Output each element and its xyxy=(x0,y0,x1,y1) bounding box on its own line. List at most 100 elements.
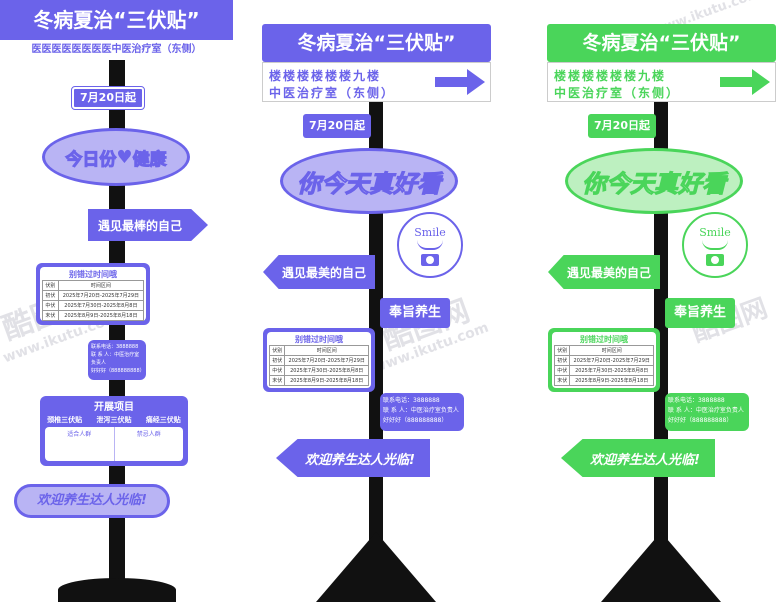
middle-contact-name: 好好好（888888888） xyxy=(383,417,448,424)
heart-icon: ♥ xyxy=(116,146,133,168)
schedule-cell: 2025年7月20日-2025年7月29日 xyxy=(284,355,369,366)
right-date-sign: 7月20日起 xyxy=(588,114,656,138)
middle-contact-person: 联 系 人：中医治疗室负责人 xyxy=(383,407,459,414)
left-arrow-sign: 遇见最棒的自己 xyxy=(88,209,208,241)
project-item: 痛经三伏贴 xyxy=(145,416,181,424)
right-contact-phone: 联系电话：3888888 xyxy=(668,397,725,404)
right-contact-person: 联 系 人：中医治疗室负责人 xyxy=(668,407,744,414)
right-oval-sign: 你今天真好看 xyxy=(565,148,743,214)
schedule-cell: 2025年8月9日-2025年8月18日 xyxy=(569,375,654,386)
middle-plaque-text: 奉旨养生 xyxy=(388,305,441,320)
project-item: 颈椎三伏贴 xyxy=(47,416,83,424)
right-banner: 冬病夏治“三伏贴” xyxy=(547,24,776,62)
right-contact-name: 好好好（888888888） xyxy=(668,417,733,424)
middle-line1: 楼楼楼楼楼楼九楼 xyxy=(269,69,382,83)
middle-contact-phone: 联系电话：3888888 xyxy=(383,397,440,404)
schedule-cell: 初伏 xyxy=(42,290,59,301)
middle-arrow-sign: 遇见最美的自己 xyxy=(263,255,375,289)
middle-date-sign: 7月20日起 xyxy=(303,114,371,138)
left-subtitle-panel: 医医医医医医医医中医治疗室（东侧） xyxy=(0,40,233,60)
schedule-cell: 2025年7月30日-2025年8月8日 xyxy=(57,300,145,311)
schedule-header-cell: 伏别 xyxy=(553,345,571,356)
schedule-cell: 末伏 xyxy=(268,375,286,386)
project-item: 泄泻三伏贴 xyxy=(96,416,132,424)
left-subtitle: 医医医医医医医医中医治疗室（东侧） xyxy=(31,44,202,55)
schedule-cell: 2025年8月9日-2025年8月18日 xyxy=(284,375,369,386)
smile-icon xyxy=(702,240,728,250)
schedule-header-cell: 伏别 xyxy=(268,345,286,356)
right-line2: 中医治疗室（东侧） xyxy=(554,86,681,100)
left-project-col-a: 适合人群 xyxy=(67,431,92,438)
right-line1: 楼楼楼楼楼楼九楼 xyxy=(554,69,667,83)
right-welcome-text: 欢迎养生达人光临! xyxy=(590,452,700,468)
left-welcome-sign: 欢迎养生达人光临! xyxy=(14,484,170,518)
middle-arrow-text: 遇见最美的自己 xyxy=(281,265,366,280)
right-arrow-text: 遇见最美的自己 xyxy=(566,265,651,280)
schedule-cell: 2025年8月9日-2025年8月18日 xyxy=(57,310,145,321)
right-direction-panel: 楼楼楼楼楼楼九楼 中医治疗室（东侧） xyxy=(547,62,776,102)
middle-banner-title: 冬病夏治“三伏贴” xyxy=(297,32,456,54)
right-plaque: 奉旨养生 xyxy=(665,298,735,328)
right-contact-card: 联系电话：3888888 联 系 人：中医治疗室负责人 好好好（88888888… xyxy=(665,393,749,431)
camera-icon xyxy=(421,254,439,266)
right-banner-title: 冬病夏治“三伏贴” xyxy=(582,32,741,54)
left-contact-phone: 联系电话：3888888 xyxy=(91,344,139,350)
schedule-cell: 2025年7月30日-2025年8月8日 xyxy=(569,365,654,376)
schedule-header-cell: 时间区间 xyxy=(284,345,369,356)
schedule-cell: 末伏 xyxy=(42,310,59,321)
left-banner-title: 冬病夏治“三伏贴” xyxy=(33,8,200,32)
middle-plaque: 奉旨养生 xyxy=(380,298,450,328)
middle-date: 7月20日起 xyxy=(309,119,365,132)
arrow-right-icon xyxy=(435,69,485,95)
left-banner: 冬病夏治“三伏贴” xyxy=(0,0,233,40)
right-arrow-sign: 遇见最美的自己 xyxy=(548,255,660,289)
schedule-cell: 中伏 xyxy=(268,365,286,376)
left-date-sign: 7月20日起 xyxy=(71,86,145,110)
middle-schedule-title: 别错过时间哦 xyxy=(295,335,343,344)
schedule-cell: 初伏 xyxy=(553,355,571,366)
left-project-card: 开展项目 颈椎三伏贴 泄泻三伏贴 痛经三伏贴 适合人群 禁忌人群 xyxy=(40,396,188,466)
schedule-cell: 末伏 xyxy=(553,375,571,386)
schedule-cell: 初伏 xyxy=(268,355,286,366)
camera-icon xyxy=(706,254,724,266)
middle-banner: 冬病夏治“三伏贴” xyxy=(262,24,491,62)
schedule-header-cell: 时间区间 xyxy=(569,345,654,356)
schedule-cell: 中伏 xyxy=(553,365,571,376)
middle-smile-text: Smile xyxy=(414,226,446,239)
middle-welcome-text: 欢迎养生达人光临! xyxy=(305,452,415,468)
left-project-title: 开展项目 xyxy=(94,402,134,413)
left-oval-text-a: 今日份 xyxy=(65,149,117,170)
left-project-inner: 适合人群 禁忌人群 xyxy=(45,427,183,461)
schedule-header-cell: 伏别 xyxy=(42,280,59,291)
right-welcome-sign: 欢迎养生达人光临! xyxy=(561,439,715,477)
schedule-cell: 2025年7月20日-2025年7月29日 xyxy=(569,355,654,366)
right-plaque-text: 奉旨养生 xyxy=(673,305,726,320)
right-date: 7月20日起 xyxy=(594,119,650,132)
middle-direction-panel: 楼楼楼楼楼楼九楼 中医治疗室（东侧） xyxy=(262,62,491,102)
schedule-cell: 2025年7月30日-2025年8月8日 xyxy=(284,365,369,376)
middle-contact-card: 联系电话：3888888 联 系 人：中医治疗室负责人 好好好（88888888… xyxy=(380,393,464,431)
left-project-items: 颈椎三伏贴 泄泻三伏贴 痛经三伏贴 xyxy=(40,415,188,425)
middle-oval-text: 你今天真好看 xyxy=(297,169,442,198)
middle-line2: 中医治疗室（东侧） xyxy=(269,86,396,100)
middle-base xyxy=(316,532,436,602)
left-contact-name: 好好好（888888888） xyxy=(91,368,145,374)
left-contact-person: 联 系 人：中医治疗室负责人 xyxy=(91,352,140,366)
left-date: 7月20日起 xyxy=(80,91,136,104)
middle-welcome-sign: 欢迎养生达人光临! xyxy=(276,439,430,477)
left-arrow-text: 遇见最棒的自己 xyxy=(98,218,183,233)
smile-icon xyxy=(417,240,443,250)
left-project-col-b: 禁忌人群 xyxy=(113,427,184,461)
schedule-cell: 2025年7月20日-2025年7月29日 xyxy=(57,290,145,301)
right-oval-text: 你今天真好看 xyxy=(582,169,727,198)
left-welcome-text: 欢迎养生达人光临! xyxy=(37,493,147,508)
right-base xyxy=(601,532,721,602)
